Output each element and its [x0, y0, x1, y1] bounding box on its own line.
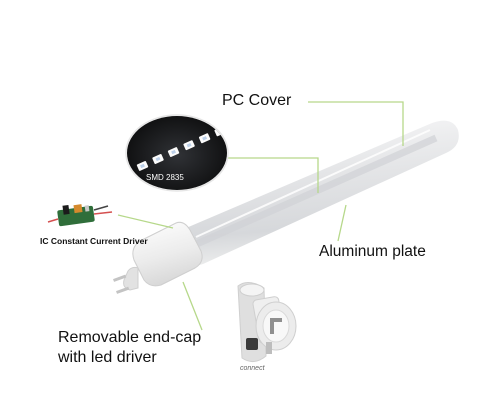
g13-pins-icon	[113, 274, 130, 294]
smd-label: SMD 2835	[146, 173, 184, 182]
aluminum-leader	[337, 204, 347, 242]
end-cap-label-line2: with led driver	[58, 349, 157, 366]
pc-cover-label: PC Cover	[222, 92, 292, 109]
led-panel-leader	[225, 157, 319, 193]
led-tube-icon	[172, 120, 459, 266]
aluminum-plate-label: Aluminum plate	[319, 243, 426, 260]
led-chip-strip-icon	[125, 114, 229, 192]
end-cap-label-line1: Removable end-cap	[58, 329, 202, 346]
driver-label: IC Constant Current Driver	[40, 236, 148, 246]
endcap-leader	[182, 281, 203, 331]
driver-board-icon	[47, 204, 113, 227]
removed-end-cap-icon	[237, 282, 297, 362]
leader-lines	[117, 101, 404, 331]
pc-cover-leader	[308, 101, 404, 146]
connect-label: connect	[240, 365, 265, 372]
end-cap-icon	[123, 221, 203, 291]
driver-leader	[117, 214, 174, 229]
aluminum-plate-strip	[188, 134, 438, 251]
